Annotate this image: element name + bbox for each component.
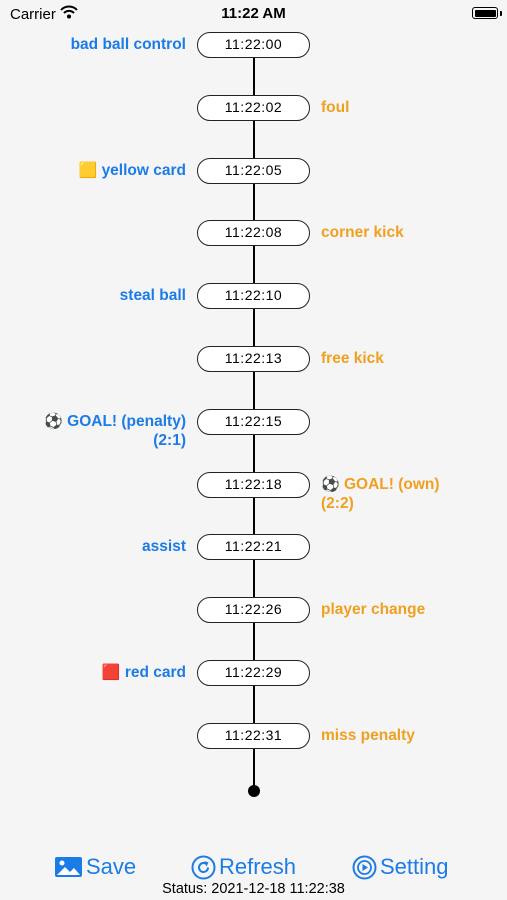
status-text: Status: 2021-12-18 11:22:38 xyxy=(162,881,345,897)
timeline-event: 11:22:00 bad ball control xyxy=(0,32,507,92)
event-text: yellow card xyxy=(101,161,186,179)
event-text: GOAL! (own) xyxy=(344,475,440,493)
timeline-event: 11:22:02 foul xyxy=(0,94,507,155)
timeline-event: 11:22:15 ⚽ GOAL! (penalty)(2:1) xyxy=(0,408,507,469)
event-time-pill[interactable]: 11:22:31 xyxy=(197,722,310,749)
event-time-pill[interactable]: 11:22:05 xyxy=(197,157,310,184)
status-bar: Carrier 11:22 AM xyxy=(0,0,507,28)
timeline-event: 11:22:08 corner kick xyxy=(0,220,507,280)
soccer-ball-icon: ⚽ xyxy=(321,475,340,493)
event-label: player change xyxy=(321,600,501,619)
event-label: bad ball control xyxy=(0,35,186,54)
timeline-event: 11:22:18 ⚽ GOAL! (own)(2:2) xyxy=(0,471,507,532)
timeline-event: 11:22:05 🟨 yellow card xyxy=(0,157,507,218)
event-time-pill[interactable]: 11:22:29 xyxy=(197,660,310,686)
photo-icon xyxy=(55,857,82,877)
setting-button[interactable]: Setting xyxy=(352,852,449,882)
event-time-pill[interactable]: 11:22:15 xyxy=(197,408,310,435)
event-text: foul xyxy=(321,98,350,116)
timeline-event: 11:22:29 🟥 red card xyxy=(0,660,507,720)
play-circle-icon xyxy=(352,855,377,879)
event-time-pill[interactable]: 11:22:18 xyxy=(197,471,310,498)
soccer-ball-icon: ⚽ xyxy=(44,412,63,430)
event-time-pill[interactable]: 11:22:21 xyxy=(197,534,310,561)
event-label: free kick xyxy=(321,349,501,368)
bottom-toolbar: Save Refresh Setting xyxy=(0,852,507,882)
refresh-label: Refresh xyxy=(219,854,297,879)
event-time-pill[interactable]: 11:22:26 xyxy=(197,597,310,624)
save-button[interactable]: Save xyxy=(54,852,136,882)
event-text: corner kick xyxy=(321,224,404,242)
save-label: Save xyxy=(86,854,137,879)
event-label: ⚽ GOAL! (own)(2:2) xyxy=(321,475,501,513)
event-text: red card xyxy=(124,664,186,681)
battery-tip xyxy=(500,11,502,16)
battery-icon xyxy=(472,7,498,19)
setting-label: Setting xyxy=(380,854,449,879)
timeline-event: 11:22:31 miss penalty xyxy=(0,722,507,783)
refresh-button[interactable]: Refresh xyxy=(191,852,296,882)
yellow-card-icon: 🟨 xyxy=(78,161,98,179)
event-label: corner kick xyxy=(321,223,501,242)
event-text: bad ball control xyxy=(70,36,186,53)
event-time-pill[interactable]: 11:22:13 xyxy=(197,346,310,372)
event-text: GOAL! (penalty) xyxy=(67,412,186,430)
refresh-icon xyxy=(191,855,216,879)
event-text: free kick xyxy=(321,350,384,367)
event-time-pill[interactable]: 11:22:02 xyxy=(197,94,310,121)
event-text: miss penalty xyxy=(321,726,415,744)
timeline-event: 11:22:26 player change xyxy=(0,597,507,657)
event-time-pill[interactable]: 11:22:10 xyxy=(197,283,310,310)
event-label: 🟥 red card xyxy=(0,663,186,682)
timeline-end-dot xyxy=(248,785,260,797)
wifi-icon xyxy=(60,5,78,24)
event-label: 🟨 yellow card xyxy=(0,161,186,180)
event-text: player change xyxy=(321,601,426,619)
event-score: (2:1) xyxy=(153,431,186,449)
event-score: (2:2) xyxy=(321,494,354,512)
event-time-pill[interactable]: 11:22:00 xyxy=(197,32,310,58)
event-time-pill[interactable]: 11:22:08 xyxy=(197,220,310,247)
timeline-event: 11:22:13 free kick xyxy=(0,346,507,406)
event-label: ⚽ GOAL! (penalty)(2:1) xyxy=(0,412,186,450)
timeline-event: 11:22:21 assist xyxy=(0,534,507,594)
carrier-label: Carrier xyxy=(10,6,56,23)
event-text: steal ball xyxy=(119,287,186,305)
event-label: miss penalty xyxy=(321,726,501,745)
timeline-event: 11:22:10 steal ball xyxy=(0,283,507,343)
event-text: assist xyxy=(142,538,186,556)
event-label: steal ball xyxy=(0,286,186,305)
event-label: assist xyxy=(0,537,186,556)
event-label: foul xyxy=(321,98,501,117)
red-card-icon: 🟥 xyxy=(101,664,121,681)
status-clock: 11:22 AM xyxy=(221,5,286,22)
